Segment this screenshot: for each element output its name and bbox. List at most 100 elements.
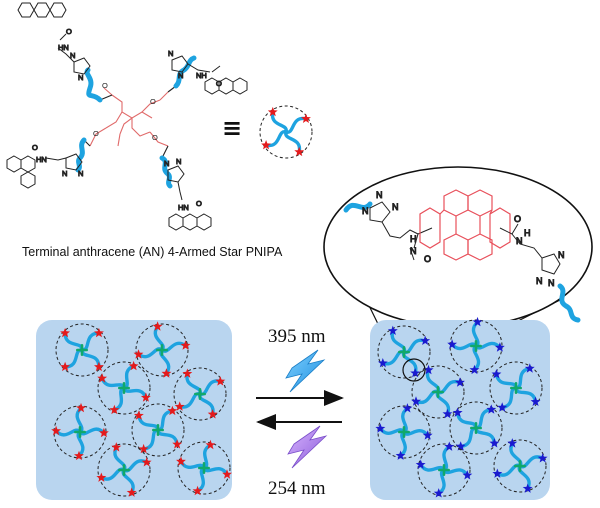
- triazole-n-label: N: [362, 206, 369, 216]
- core-link: [76, 344, 88, 356]
- end-group-star: [524, 363, 535, 373]
- core-link: [198, 462, 210, 474]
- core-link: [74, 426, 86, 438]
- end-group-star: [128, 360, 139, 371]
- end-group-star: [294, 146, 305, 157]
- ester-oxygen-label: O: [150, 97, 156, 106]
- polymer-arm: [75, 137, 87, 173]
- polymer-arm: [284, 130, 302, 154]
- coil-boundary: [489, 361, 543, 415]
- end-group-star: [111, 442, 122, 452]
- end-group-star: [423, 364, 434, 375]
- anthracene-photodimer: [419, 189, 511, 261]
- triazole-n-label: N: [178, 71, 183, 80]
- end-group-star: [452, 407, 463, 417]
- star-polymer: [411, 364, 465, 419]
- triazole-n-label: N: [62, 169, 67, 178]
- end-group-star: [205, 439, 216, 450]
- end-group-star: [387, 325, 398, 335]
- end-group-star: [182, 368, 193, 378]
- end-group-star: [161, 368, 172, 378]
- end-group-star: [140, 392, 151, 402]
- end-group-star: [192, 485, 203, 496]
- core-link: [118, 382, 130, 394]
- polymer-arm: [270, 110, 288, 134]
- triazole-n-label: N: [376, 190, 383, 200]
- end-group-star: [410, 368, 421, 378]
- end-group-star: [537, 453, 548, 463]
- star-polymer: [133, 321, 191, 378]
- coil-boundary: [55, 323, 109, 377]
- end-group-star: [167, 405, 178, 416]
- end-group-star: [411, 396, 421, 406]
- triazole-n-label: N: [176, 157, 181, 166]
- end-group-star: [455, 377, 465, 387]
- ester-oxygen-label: O: [93, 129, 99, 138]
- end-group-star: [301, 113, 311, 123]
- end-group-star: [491, 369, 502, 379]
- end-group-star: [74, 450, 84, 461]
- coil-boundary: [449, 401, 503, 455]
- coil-boundary: [417, 443, 471, 497]
- star-polymer: [131, 403, 185, 457]
- star-polymer: [55, 323, 109, 377]
- core-link: [152, 424, 164, 436]
- end-group-star: [97, 373, 108, 383]
- coil-boundary: [493, 439, 547, 493]
- end-group-star: [522, 483, 533, 493]
- end-group-star: [377, 358, 388, 368]
- triazole-n-label: N: [78, 169, 83, 178]
- core-link: [514, 460, 526, 472]
- polymer-arm: [84, 67, 103, 103]
- photo-crosslinked-network: [375, 316, 548, 498]
- coil-boundary: [411, 365, 465, 419]
- polymer-arm: [557, 283, 581, 323]
- uv-lightning-icon: [285, 349, 326, 393]
- coil-boundary: [135, 323, 189, 377]
- triazole-n-label: N: [164, 159, 169, 168]
- ester-oxygen-label: O: [102, 81, 108, 90]
- coil-boundary: [97, 361, 151, 415]
- end-group-star: [433, 488, 444, 498]
- dimer-highlight-circle: [402, 358, 426, 382]
- coil-boundary: [131, 403, 185, 457]
- triazole-n-label: N: [536, 276, 543, 286]
- core-link: [398, 426, 410, 438]
- star-polymer: [415, 441, 473, 498]
- end-group-star: [222, 469, 232, 479]
- end-group-star: [375, 423, 386, 433]
- amide-n-label: N: [410, 246, 417, 256]
- simplified-star-polymer: [259, 105, 313, 159]
- core-link: [118, 464, 130, 476]
- end-group-star: [415, 459, 426, 469]
- end-group-star: [94, 327, 104, 338]
- amide-h-label: H: [524, 228, 531, 238]
- core-link: [194, 388, 206, 400]
- star-polymer: [447, 316, 505, 375]
- end-group-star: [51, 425, 61, 436]
- core-link: [470, 422, 482, 434]
- core-link: [470, 340, 482, 352]
- anthracene-group: [168, 213, 212, 231]
- end-group-star: [267, 106, 278, 117]
- end-group-star: [497, 402, 508, 412]
- forward-wavelength-label: 395 nm: [268, 326, 326, 347]
- end-group-star: [395, 450, 406, 460]
- star-polymer: [97, 360, 151, 415]
- star-polymer: [176, 439, 232, 496]
- end-group-star: [492, 468, 503, 478]
- coil-boundary: [377, 325, 431, 379]
- triazole-n-label: N: [78, 73, 83, 82]
- end-group-star: [152, 321, 163, 331]
- core-link: [438, 464, 450, 476]
- star-polymer: [51, 402, 109, 461]
- core-link: [156, 344, 168, 356]
- end-group-star: [133, 410, 144, 420]
- amide-h-label: HN: [178, 203, 189, 212]
- end-group-star: [530, 396, 541, 406]
- core-link: [432, 386, 444, 398]
- polymer-arm: [264, 130, 288, 148]
- photodimer-zoom-inset: N N N H N O O N H N: [323, 166, 593, 369]
- end-group-star: [141, 457, 152, 467]
- end-group-star: [494, 342, 505, 352]
